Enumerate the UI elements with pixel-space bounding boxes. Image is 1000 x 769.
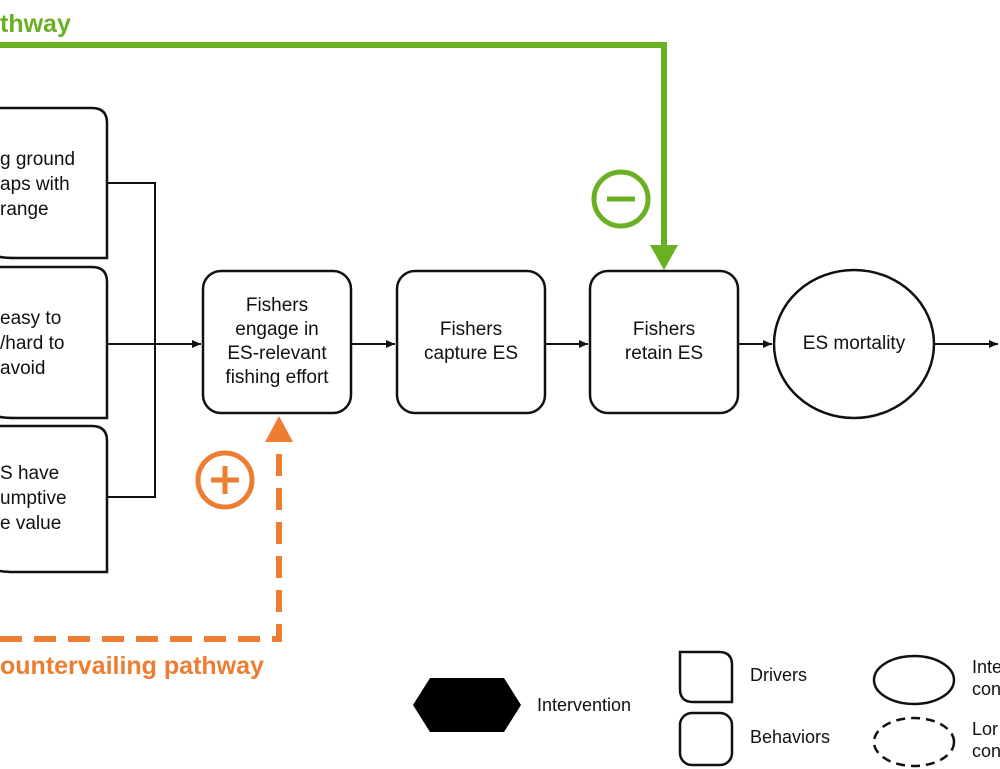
driver-box-1: [0, 106, 109, 260]
countervailing-pathway-label: ountervailing pathway: [0, 652, 264, 680]
main-pathway-line: [0, 42, 667, 250]
legend-intervention-label: Intervention: [537, 695, 632, 715]
driver-box-2: [0, 265, 109, 420]
legend-drivers-label: Drivers: [750, 665, 807, 685]
behavior-box-effort: [201, 269, 353, 415]
behavior-text-capture: Fishers capture ES: [424, 319, 518, 364]
legend-drivers-box-icon: [678, 650, 734, 704]
legend-longterm-label: Lor con: [972, 719, 1000, 761]
plus-sign-icon: [195, 450, 255, 510]
behavior-box-capture: [395, 269, 547, 415]
main-pathway-label: thway: [0, 10, 71, 38]
legend-intermediate-ellipse-icon: [872, 654, 956, 706]
driver-text-2: easy to /hard to avoid: [0, 308, 65, 379]
countervailing-pathway-line: [0, 444, 282, 642]
behavior-box-retain: [588, 269, 740, 415]
countervailing-pathway-arrowhead: [265, 416, 293, 442]
behavior-text-retain: Fishers retain ES: [624, 319, 704, 364]
legend-intervention-hexagon-icon: [413, 678, 521, 732]
legend-behaviors-box-icon: [678, 711, 734, 767]
legend-behaviors-label: Behaviors: [750, 727, 831, 747]
main-pathway-arrowhead: [650, 245, 678, 270]
driver-text-3: S have umptive e value: [0, 463, 67, 534]
driver-connector-bracket: [107, 182, 156, 498]
legend-longterm-dashed-ellipse-icon: [872, 716, 956, 768]
minus-sign-icon: [591, 169, 651, 229]
outcome-text: ES mortality: [802, 333, 906, 354]
legend-intermediate-label: Inte con: [972, 657, 1000, 699]
driver-box-3: [0, 424, 109, 574]
driver-text-1: g ground aps with range: [0, 149, 76, 220]
behavior-text-effort: Fishers engage in ES-relevant fishing ef…: [225, 295, 329, 388]
